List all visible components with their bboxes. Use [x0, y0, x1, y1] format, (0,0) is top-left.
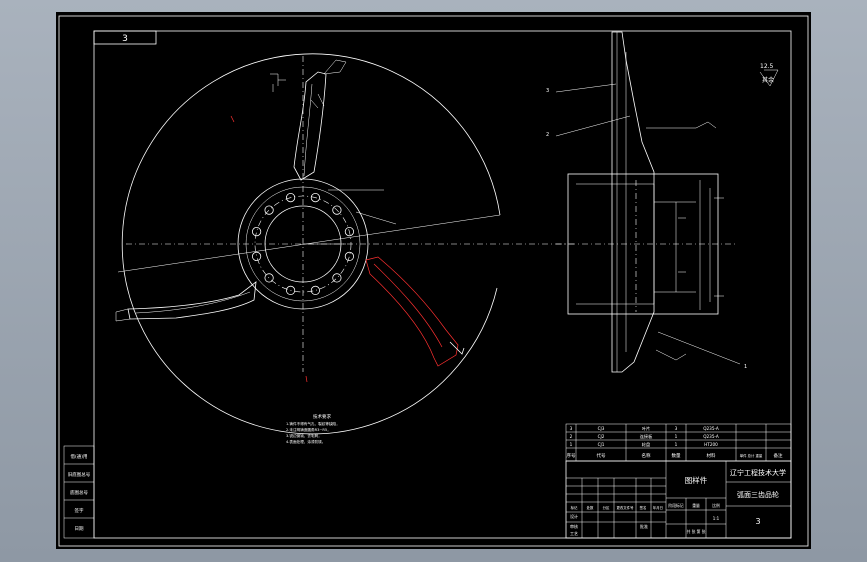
- header-remark: 备注: [774, 452, 783, 459]
- bolt-hole: [344, 227, 354, 237]
- header-material: 材料: [707, 452, 716, 459]
- bolt-hole: [286, 285, 296, 295]
- rev-label: 处数: [587, 505, 594, 510]
- parts-cell-name: 连接板: [640, 433, 653, 440]
- drawing-type: 图样件: [685, 475, 708, 485]
- tech-note-4: 4.表面处理，涂漆防锈。: [286, 439, 325, 444]
- bolt-hole: [332, 273, 342, 283]
- parts-cell-code: CJ1: [598, 442, 605, 447]
- tech-notes-title: 技术要求: [313, 413, 331, 420]
- roughness-symbol: [759, 69, 779, 87]
- red-marker-b: [305, 375, 308, 383]
- bolt-hole-group: [252, 193, 354, 295]
- parts-cell-qty: 1: [675, 442, 678, 447]
- parts-cell-no: 1: [570, 442, 573, 447]
- sheet-code-text: 3: [122, 34, 128, 44]
- designer-label: 设计: [570, 513, 578, 519]
- header-qty: 数量: [672, 452, 681, 459]
- roughness-label: 其余: [762, 76, 774, 84]
- bolt-hole: [310, 193, 320, 203]
- parts-cell-qty: 3: [675, 426, 678, 431]
- leader-label-1: 1: [744, 364, 747, 370]
- parts-cell-material: Q235-A: [703, 426, 719, 431]
- inner-drawing-frame: [93, 30, 792, 539]
- sheet-code-box: [93, 30, 157, 45]
- scale-label: 比例: [712, 503, 720, 508]
- bolt-circle: [254, 195, 352, 293]
- cad-viewport[interactable]: 3 借(通)用 旧底图总号 底图总号 签字 日期: [56, 12, 811, 549]
- side-view: 3 2 1 其余 12.5: [546, 31, 779, 373]
- weight-label: 重量: [692, 503, 700, 508]
- school-name: 辽宁工程技术大学: [730, 468, 786, 477]
- stage-label: 阶段标记: [668, 503, 683, 508]
- stamp-label-4: 日期: [75, 526, 84, 532]
- parts-cell-material: Q235-A: [703, 434, 719, 439]
- part-name: 弧面三齿品轮: [737, 490, 779, 499]
- sheet-number: 3: [755, 517, 760, 526]
- bolt-hole: [252, 227, 262, 237]
- bolt-hole: [252, 251, 262, 261]
- header-code: 代号: [597, 452, 606, 459]
- bolt-hole: [264, 273, 274, 283]
- side-plate-outline: [611, 31, 655, 373]
- blade-right-inner: [373, 263, 443, 348]
- stamp-label-1: 旧底图总号: [68, 471, 91, 478]
- rev-label: 标记: [571, 505, 578, 510]
- tech-note-3: 3.锐边倒钝，去毛刺，: [286, 433, 322, 438]
- parts-cell-code: CJ3: [598, 426, 605, 431]
- drawing-canvas: 3 借(通)用 旧底图总号 底图总号 签字 日期: [58, 15, 809, 547]
- blade-top-inner: [303, 83, 313, 177]
- bolt-hole: [286, 193, 296, 203]
- stamp-label-3: 签字: [75, 507, 84, 514]
- approve-label: 批准: [640, 523, 648, 529]
- blade-left-inner: [135, 291, 251, 314]
- tech-note-2: 2.未注明铸造圆角R3~R5，: [286, 427, 331, 432]
- hub-ring-circle: [245, 186, 361, 302]
- side-stamp-column: 借(通)用 旧底图总号 底图总号 签字 日期: [63, 445, 95, 539]
- parts-cell-name: 叶片: [642, 425, 650, 432]
- parts-cell-no: 2: [570, 434, 573, 439]
- blade-left-tip: [115, 308, 131, 322]
- parts-cell-name: 轮盘: [642, 441, 650, 448]
- red-marker-a: [230, 115, 235, 123]
- parts-cell-code: CJ2: [598, 434, 605, 439]
- scale-value: 1:1: [713, 516, 720, 521]
- leader-label-3: 3: [546, 88, 549, 94]
- disc-outline-arc: [121, 53, 501, 435]
- outer-sheet-border: [58, 15, 809, 547]
- blade-top-tip: [323, 59, 347, 75]
- header-weight: 单件 总计 重量: [740, 453, 763, 458]
- tech-note-1: 1.铸件不得有气孔、裂纹等缺陷，: [286, 421, 340, 426]
- checker-label: 审核: [570, 523, 578, 529]
- front-view: [115, 53, 576, 435]
- parts-cell-qty: 1: [675, 434, 678, 439]
- stamp-label-2: 底图总号: [70, 489, 88, 496]
- stamp-label-0: 借(通)用: [70, 453, 87, 460]
- parts-cell-material: HT200: [704, 442, 718, 447]
- header-no: 序号: [567, 452, 576, 459]
- blade-top-outline: [293, 71, 327, 181]
- blade-left-outline: [127, 281, 257, 320]
- title-block: 标记 处数 分区 更改文件号签名 年月日 设计 审核 批准 工艺 图样件 阶段标记 重量…: [565, 460, 792, 539]
- section-line: [117, 214, 501, 273]
- bolt-hole: [264, 205, 274, 215]
- technical-requirements: 技术要求 1.铸件不得有气孔、裂纹等缺陷， 2.未注明铸造圆角R3~R5， 3.…: [286, 413, 340, 444]
- rev-label: 更改文件号: [617, 505, 635, 510]
- parts-cell-no: 3: [570, 426, 573, 431]
- rev-label: 年月日: [653, 505, 663, 510]
- rev-label: 签名: [640, 505, 647, 510]
- leader-label-2: 2: [546, 132, 549, 138]
- sheet-label: 共 张 第 张: [687, 529, 706, 534]
- rev-label: 分区: [603, 505, 610, 510]
- process-label: 工艺: [570, 531, 578, 536]
- header-name: 名称: [642, 452, 651, 459]
- bolt-hole: [310, 285, 320, 295]
- bolt-hole: [344, 251, 354, 261]
- blade-right-outline: [365, 256, 459, 367]
- roughness-value: 12.5: [760, 63, 774, 70]
- bolt-hole: [332, 205, 342, 215]
